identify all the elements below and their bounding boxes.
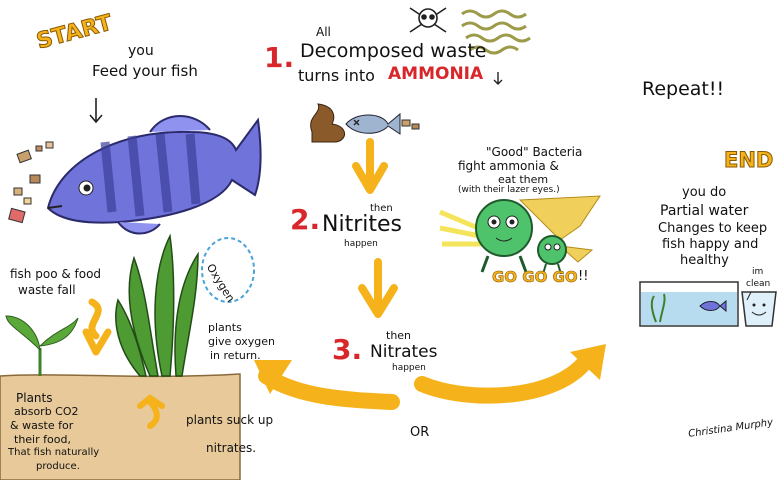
decomposed-waste-label: Decomposed waste — [300, 40, 487, 62]
germs-icon — [461, 9, 531, 55]
plants-absorb-label-6: produce. — [36, 461, 80, 472]
good-bacteria-label: "Good" Bacteria — [486, 145, 583, 159]
or-label: OR — [410, 425, 430, 440]
down-arrow-icon — [89, 98, 103, 124]
plants-give-label-2: give oxygen — [208, 335, 275, 348]
seaweed-plant-icon — [115, 233, 199, 377]
plants-absorb-label-3: & waste for — [10, 419, 74, 432]
dead-fish-icon — [345, 112, 401, 135]
plants-give-label-1: plants — [208, 321, 242, 334]
small-sprout-icon — [5, 315, 79, 376]
fish-tank-icon — [639, 281, 739, 327]
clean-label: clean — [746, 279, 771, 289]
you-label: you — [128, 43, 154, 59]
nitrates-label: Nitrates — [370, 342, 438, 362]
bacteria-icon — [439, 195, 601, 275]
eat-them-label: eat them — [498, 173, 549, 186]
poop-icon — [310, 103, 345, 143]
fish-happy-label: fish happy and — [662, 237, 759, 252]
turns-into-label: turns into — [298, 66, 375, 85]
blue-fish-icon — [46, 115, 262, 235]
food-flakes-icon — [8, 141, 54, 224]
plants-suck-label-1: plants suck up — [186, 413, 274, 427]
pointer-line — [746, 291, 752, 301]
laser-eyes-label: (with their lazer eyes.) — [458, 185, 560, 195]
oxygen-bubble-icon — [201, 237, 255, 303]
step-3-number: 3. — [332, 333, 363, 366]
step-3-happen: happen — [392, 363, 426, 373]
flow-arrow-down-1 — [352, 138, 388, 194]
clean-glass-icon — [741, 291, 777, 327]
plants-absorb-label-1: Plants — [16, 391, 53, 405]
go-go-go-label: GO GO GO — [492, 268, 578, 286]
plants-absorb-label-2: absorb CO2 — [14, 405, 79, 418]
step-2-number: 2. — [290, 203, 321, 236]
flow-arrow-down-2 — [358, 258, 398, 318]
soil-ground — [0, 373, 241, 480]
fall-arrow-icon — [82, 298, 112, 356]
suck-up-arrow-icon — [137, 394, 165, 429]
curved-arrow-right — [414, 344, 606, 404]
im-label: im — [752, 267, 764, 277]
changes-to-keep-label: Changes to keep — [658, 221, 768, 236]
nitrites-label: Nitrites — [322, 212, 402, 237]
step-2-then: then — [370, 203, 393, 214]
partial-water-label: Partial water — [660, 203, 749, 219]
fish-poo-label-2: waste fall — [18, 283, 76, 297]
fish-poo-label-1: fish poo & food — [10, 267, 102, 281]
feed-your-fish-label: Feed your fish — [92, 62, 198, 80]
step-2-happen: happen — [344, 239, 378, 249]
ammonia-label: AMMONIA — [388, 64, 484, 84]
you-do-label: you do — [682, 185, 727, 200]
skull-icon — [409, 7, 447, 33]
plants-absorb-label-4: their food, — [14, 433, 71, 446]
step-3-then: then — [386, 329, 412, 342]
plants-absorb-label-5: That fish naturally — [8, 447, 100, 458]
end-label: END — [723, 148, 774, 172]
exclaim-label: !! — [578, 269, 589, 284]
plants-give-label-3: in return. — [210, 349, 261, 362]
food-bits-icon — [401, 119, 420, 130]
step-1-number: 1. — [264, 41, 295, 74]
plants-suck-label-2: nitrates. — [206, 441, 257, 455]
small-down-arrow-icon — [493, 72, 503, 85]
curved-arrow-left — [254, 360, 400, 410]
repeat-label: Repeat!! — [642, 78, 725, 100]
healthy-label: healthy — [680, 253, 729, 268]
fight-ammonia-label: fight ammonia & — [458, 159, 559, 173]
all-label: All — [316, 25, 331, 39]
